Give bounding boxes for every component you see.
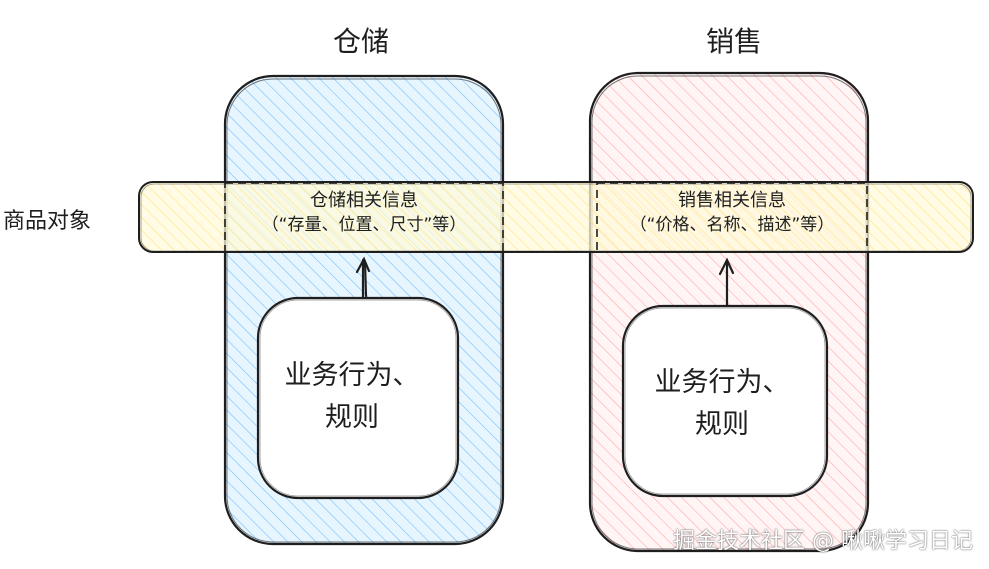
sales-info-line2: （“价格、名称、描述”等） — [629, 215, 835, 235]
warehouse-behavior-text: 业务行为、 规则 — [262, 355, 442, 439]
warehouse-info-line1: 仓储相关信息 — [310, 190, 418, 211]
watermark: 掘金技术社区 @ 啾啾学习日记 — [673, 529, 973, 554]
product-object-band — [138, 181, 974, 253]
sales-arrow — [718, 257, 735, 307]
warehouse-behavior-line1: 业务行为、 — [284, 360, 420, 391]
sales-behavior-line2: 规则 — [695, 409, 749, 440]
sales-info-box — [596, 182, 868, 253]
warehouse-behavior-line2: 规则 — [325, 402, 379, 433]
sales-info-text: 销售相关信息 （“价格、名称、描述”等） — [597, 188, 867, 238]
warehouse-info-box — [224, 182, 504, 253]
warehouse-arrow — [355, 256, 371, 299]
product-object-label: 商品对象 — [3, 209, 92, 234]
warehouse-behavior-box — [256, 296, 460, 500]
sales-title: 销售 — [706, 25, 763, 58]
warehouse-info-line2: （“存量、位置、尺寸”等） — [261, 215, 467, 235]
sales-behavior-line1: 业务行为、 — [654, 367, 790, 398]
sales-info-line1: 销售相关信息 — [678, 190, 786, 211]
sales-behavior-text: 业务行为、 规则 — [632, 362, 812, 446]
warehouse-title: 仓储 — [333, 25, 390, 58]
warehouse-info-text: 仓储相关信息 （“存量、位置、尺寸”等） — [225, 188, 503, 238]
sales-behavior-box — [621, 304, 829, 498]
